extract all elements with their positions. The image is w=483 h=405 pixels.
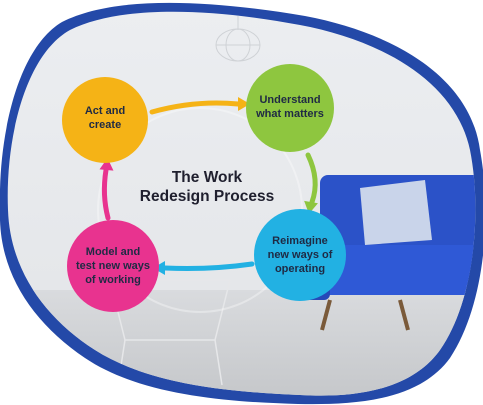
node-reimagine-line-3: operating [275, 263, 325, 275]
node-understand-line-2: what matters [255, 108, 324, 120]
center-title: The Work Redesign Process [140, 169, 274, 205]
center-title-line-1: The Work [172, 169, 243, 186]
blue-sofa [300, 175, 476, 331]
arrowhead-reimagine-to-model [153, 261, 165, 275]
node-reimagine: Reimagine new ways of operating [254, 209, 346, 301]
node-reimagine-line-2: new ways of [268, 249, 333, 261]
arrow-reimagine-to-model [162, 261, 255, 271]
pendant-lamp [215, 11, 261, 62]
node-understand-what-matters: Understand what matters [246, 64, 334, 152]
arrowhead-understand-to-reimagine [304, 200, 318, 214]
arrow-understand-to-reimagine [305, 152, 318, 205]
node-model-line-3: of working [85, 274, 141, 286]
center-title-line-2: Redesign Process [140, 188, 274, 205]
node-reimagine-line-1: Reimagine [272, 235, 328, 247]
node-act-line-2: create [89, 119, 121, 131]
arrowhead-act-to-understand [238, 97, 250, 111]
node-model-and-test: Model and test new ways of working [67, 220, 159, 312]
node-understand-line-1: Understand [259, 94, 320, 106]
node-act-and-create: Act and create [62, 77, 148, 163]
arrowhead-model-to-act [99, 158, 114, 171]
node-model-line-2: test new ways [76, 260, 150, 272]
arrow-act-to-understand [149, 100, 241, 115]
node-model-line-1: Model and [86, 246, 140, 258]
node-act-line-1: Act and [85, 105, 125, 117]
arrow-model-to-act [101, 167, 111, 221]
cycle-arrows [99, 97, 318, 275]
